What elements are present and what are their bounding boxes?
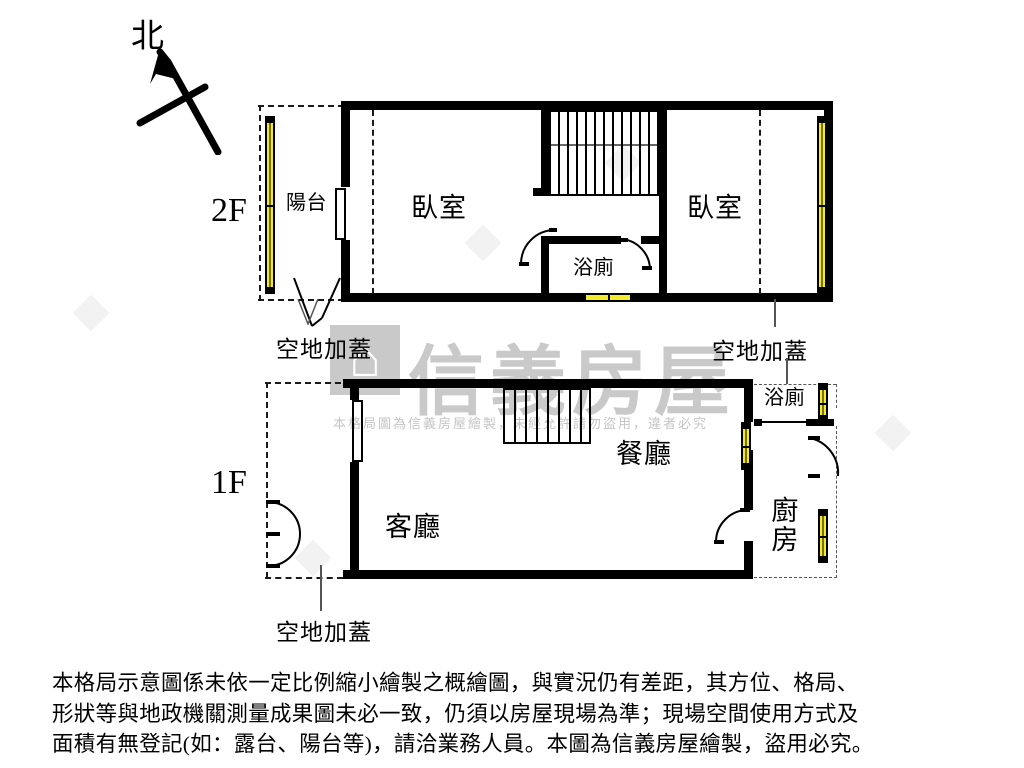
boundary-2f-extension-left	[259, 105, 261, 301]
boundary-1f-extension-bottom	[265, 577, 343, 579]
window-1f-dining-right	[741, 422, 751, 470]
floor-label-2f: 2F	[211, 192, 247, 229]
leader-2f-extension-left	[297, 298, 319, 327]
room-label-1f-dining: 餐廳	[616, 439, 672, 469]
watermark-diamond	[72, 294, 110, 332]
wall-1f-top	[343, 379, 753, 388]
room-label-1f-kitchen: 廚房	[767, 496, 798, 554]
wall-1f-right-mid	[744, 450, 753, 510]
staircase-2f	[549, 110, 659, 196]
wall-1f-right-upper	[744, 379, 753, 422]
wall-2f-bath-top	[541, 236, 621, 244]
wall-2f-right	[824, 101, 833, 302]
door-2f-balcony-slider-cap-bottom	[335, 238, 346, 240]
leader-2f-extension-right	[774, 299, 776, 327]
door-2f-balcony-slider-cap-top	[335, 188, 346, 190]
wall-1f-bathroom-door-opening	[762, 421, 806, 423]
room-label-1f-living: 客廳	[385, 512, 441, 542]
room-label-2f-bedroom-right: 臥室	[687, 193, 743, 223]
annotation-2f-extension-right: 空地加蓋	[712, 339, 808, 364]
wall-1f-bathroom-bottom-left	[754, 419, 762, 426]
window-1f-living-left-cap-bottom	[352, 460, 363, 462]
disclaimer-line-3: 面積有無登記(如：露台、陽台等)，請洽業務人員。本圖為信義房屋繪製，盜用必究。	[52, 732, 874, 757]
wall-2f-bath-left	[541, 236, 549, 296]
leader-1f-extension-front	[320, 565, 322, 611]
wall-2f-stair-left	[541, 110, 549, 196]
divider-2f-bedroom-left	[372, 110, 374, 294]
boundary-1f-kitchen-bottom	[754, 577, 837, 578]
disclaimer-text: 本格局示意圖係未依一定比例縮小繪製之概繪圖，與實況仍有差距，其方位、格局、 形狀…	[52, 668, 982, 760]
staircase-1f	[503, 388, 591, 444]
room-label-2f-bedroom-left: 臥室	[411, 193, 467, 223]
wall-1f-living-left-lower	[350, 462, 359, 579]
window-2f-bathroom	[586, 293, 630, 302]
wall-1f-bottom	[343, 570, 753, 579]
window-1f-living-left-frame-a	[352, 400, 354, 462]
disclaimer-line-1: 本格局示意圖係未依一定比例縮小繪製之概繪圖，與實況仍有差距，其方位、格局、	[52, 671, 859, 695]
window-2f-bedroom-right	[817, 116, 827, 294]
divider-2f-bedroom-right	[759, 110, 761, 294]
wall-2f-stair-left-foot	[533, 188, 549, 196]
window-1f-bathroom	[818, 383, 828, 422]
window-1f-living-left-cap-top	[352, 400, 363, 402]
balcony-drain-marks-icon	[288, 276, 354, 332]
annotation-1f-extension-front: 空地加蓋	[276, 620, 372, 645]
door-2f-bedroom-left	[519, 228, 557, 266]
boundary-1f-kitchen-right	[836, 426, 837, 578]
wall-2f-left-upper	[341, 101, 350, 187]
brand-watermark-notice: 本格局圖為信義房屋繪製，未經允許請勿盜用，違者必究	[333, 416, 709, 431]
disclaimer-line-2: 形狀等與地政機關測量成果圖未必一致，仍須以房屋現場為準；現場空間使用方式及	[52, 701, 859, 726]
boundary-1f-extension-left	[266, 382, 268, 578]
brand-logo-glyph: ⌂	[349, 331, 381, 388]
door-2f-balcony-slider	[344, 188, 346, 240]
boundary-1f-bathroom-top	[754, 384, 836, 385]
north-arrow-icon	[130, 40, 230, 156]
boundary-2f-extension-top	[258, 105, 344, 107]
watermark-diamond	[464, 224, 502, 262]
boundary-1f-extension-top	[265, 382, 341, 384]
wall-2f-left-lower	[341, 240, 350, 302]
room-label-2f-balcony: 陽台	[286, 192, 327, 214]
floor-label-1f: 1F	[211, 464, 247, 501]
door-1f-kitchen-exterior	[808, 436, 846, 480]
annotation-2f-extension-left: 空地加蓋	[276, 337, 372, 362]
wall-2f-bath-top-right	[641, 236, 667, 244]
window-1f-kitchen	[818, 509, 828, 563]
door-2f-bathroom	[620, 238, 652, 272]
wall-1f-right-lower	[744, 541, 753, 579]
boundary-2f-extension-bottom	[258, 299, 344, 301]
door-1f-kitchen	[714, 508, 750, 544]
wall-2f-stair-right	[659, 110, 667, 295]
door-1f-entry-double	[266, 500, 308, 568]
leader-1f-bathroom	[786, 358, 788, 384]
watermark-diamond	[874, 414, 912, 452]
window-2f-balcony	[265, 116, 275, 294]
wall-1f-bathroom-bottom-right	[806, 419, 834, 426]
window-1f-living-left-frame-b	[361, 400, 363, 462]
door-2f-balcony-slider-frame	[335, 188, 337, 240]
boundary-1f-bathroom-right	[836, 384, 837, 408]
room-label-2f-bathroom: 浴廁	[573, 257, 614, 279]
wall-1f-living-left-upper	[350, 388, 359, 400]
wall-2f-top	[341, 101, 833, 110]
room-label-1f-bathroom: 浴廁	[764, 387, 805, 409]
